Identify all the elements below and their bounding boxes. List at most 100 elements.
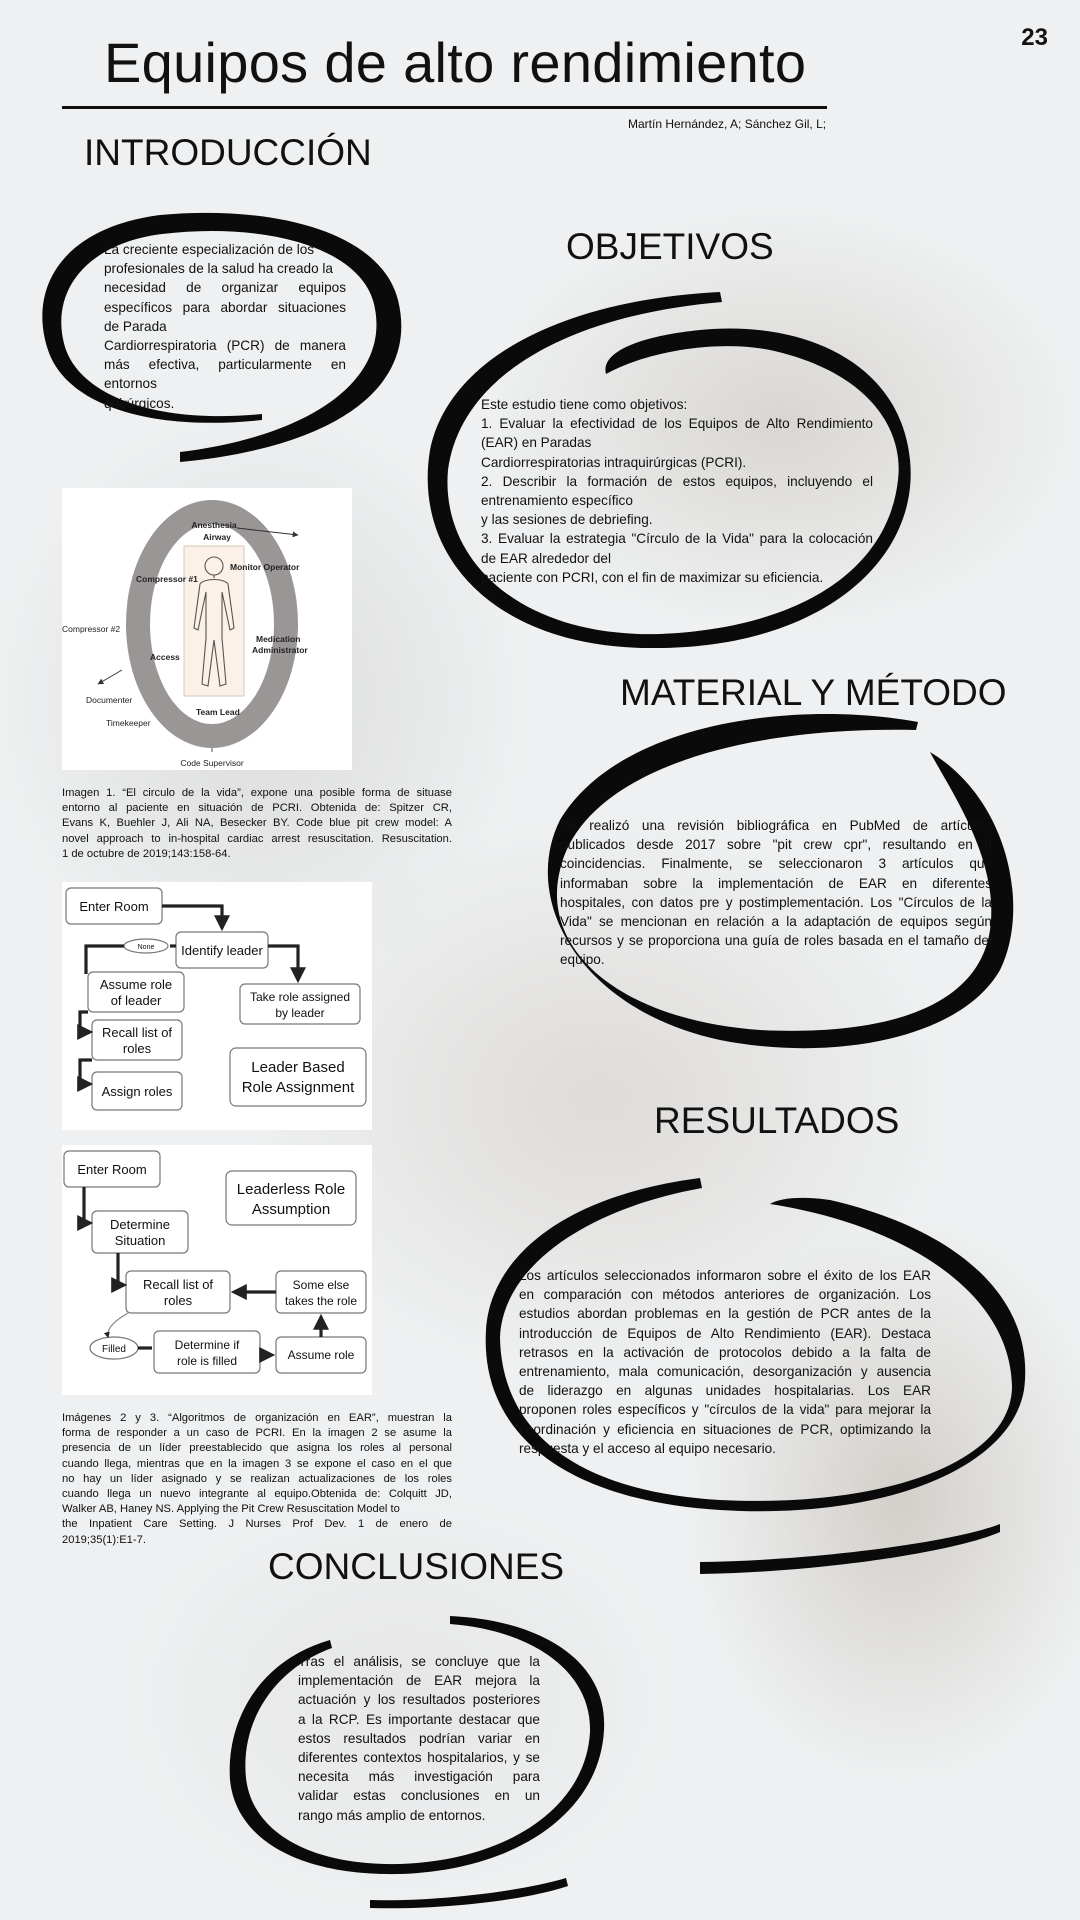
node-assume-role: Assume role bbox=[288, 1348, 355, 1362]
caption-line: novel approach to in-hospital cardiac ar… bbox=[62, 832, 452, 845]
node-recall-2: roles bbox=[164, 1293, 193, 1308]
text-line: necesidad de organizar equipos bbox=[104, 280, 346, 296]
node-determine-filled-1: Determine if bbox=[175, 1338, 240, 1352]
label-code-supervisor: Code Supervisor bbox=[180, 758, 243, 768]
text-line: de EAR alrededor del bbox=[481, 550, 611, 566]
text-line: introducción de Equipos de Alto Rendimie… bbox=[519, 1325, 931, 1341]
text-line: 1. Evaluar la efectividad de los Equipos… bbox=[481, 416, 873, 432]
text-line: diferentes contextos hospitalarios, y se bbox=[298, 1750, 540, 1766]
text-line: necesita más investigación para bbox=[298, 1769, 540, 1785]
text-line: entornos bbox=[104, 376, 157, 392]
text-line: (EAR) en Paradas bbox=[481, 435, 592, 451]
text-line: hospitales, con datos pre y postimplemen… bbox=[560, 894, 992, 910]
page-title: Equipos de alto rendimiento bbox=[104, 31, 807, 94]
node-assign-roles: Assign roles bbox=[102, 1084, 173, 1099]
authors: Martín Hernández, A; Sánchez Gil, L; bbox=[628, 117, 827, 131]
figure-leader-based-flowchart: Enter Room None Identify leader Assume r… bbox=[62, 882, 372, 1130]
node-determine-filled-2: role is filled bbox=[177, 1354, 237, 1368]
text-line: específicos para abordar situaciones bbox=[104, 299, 346, 315]
text-line: implementación de EAR mejora la bbox=[298, 1673, 540, 1689]
text-line: profesionales de la salud ha creado la bbox=[104, 261, 333, 277]
node-take-role-2: by leader bbox=[275, 1006, 324, 1020]
node-determine-2: Situation bbox=[115, 1233, 166, 1248]
text-line: publicados desde 2017 sobre "pit crew cp… bbox=[560, 837, 992, 853]
text-line: estos resultados podrían variar en bbox=[298, 1730, 540, 1746]
caption-line: forma de responder a un caso de PCRI. En… bbox=[62, 1427, 452, 1440]
label-medication: Medication bbox=[256, 634, 300, 644]
node-take-role-1: Take role assigned bbox=[250, 990, 350, 1004]
node-recall-1: Recall list of bbox=[102, 1025, 172, 1040]
text-line: validar estas conclusiones en un bbox=[298, 1788, 540, 1804]
text-line: 3. Evaluar la estrategia "Círculo de la … bbox=[481, 531, 873, 547]
caption-line: no hay un líder asignado y se realizan a… bbox=[62, 1472, 452, 1485]
label-timekeeper: Timekeeper bbox=[106, 718, 151, 728]
text-line: Se realizó una revisión bibliográfica en… bbox=[560, 818, 992, 833]
node-enter-room: Enter Room bbox=[79, 899, 148, 914]
label-anesthesia: Anesthesia bbox=[191, 520, 237, 530]
node-enter-room: Enter Room bbox=[77, 1162, 146, 1177]
caption-line: the Inpatient Care Setting. J Nurses Pro… bbox=[62, 1518, 452, 1531]
label-documenter: Documenter bbox=[86, 695, 132, 705]
text-line: Cardiorrespiratorias intraquirúrgicas (P… bbox=[481, 454, 747, 470]
caption-line: presencia de un líder preestablecido que… bbox=[62, 1442, 452, 1455]
text-line: Vida" se mencionan en relación a la adap… bbox=[560, 914, 992, 930]
heading-resultados: RESULTADOS bbox=[654, 1100, 900, 1141]
text-conclusiones: Tras el análisis, se concluye que la imp… bbox=[298, 1652, 540, 1825]
text-line: Los artículos seleccionados informaron s… bbox=[519, 1268, 931, 1283]
page-number: 23 bbox=[1021, 24, 1048, 51]
label-team-lead: Team Lead bbox=[196, 707, 240, 717]
text-line: Tras el análisis, se concluye que la bbox=[298, 1654, 540, 1669]
node-recall-1: Recall list of bbox=[143, 1277, 213, 1292]
caption-figure-1: Imagen 1. “El circulo de la vida”, expon… bbox=[62, 786, 452, 862]
node-none: None bbox=[138, 944, 155, 951]
text-resultados: Los artículos seleccionados informaron s… bbox=[519, 1266, 931, 1458]
text-line: más efectiva, particularmente en bbox=[104, 357, 346, 373]
label-administrator: Administrator bbox=[252, 645, 308, 655]
caption-line: 2019;35(1):E1-7. bbox=[62, 1533, 146, 1546]
text-line: 2. Describir la formación de estos equip… bbox=[481, 473, 873, 489]
caption-line: Imágenes 2 y 3. “Algoritmos de organizac… bbox=[62, 1412, 452, 1424]
label-airway: Airway bbox=[203, 532, 231, 542]
text-line: a la RCP. Es importante destacar que bbox=[298, 1711, 540, 1727]
text-objetivos: Este estudio tiene como objetivos: 1. Ev… bbox=[481, 395, 873, 587]
node-assume-role-2: of leader bbox=[111, 993, 162, 1008]
figure-3-title-1: Leaderless Role bbox=[237, 1181, 345, 1198]
text-line: Cardiorrespiratoria (PCR) de manera bbox=[104, 338, 346, 354]
node-someone-1: Some else bbox=[293, 1278, 350, 1292]
text-line: y las sesiones de debriefing. bbox=[481, 512, 653, 528]
text-line: equipo. bbox=[560, 952, 605, 968]
figure-circle-of-life: Anesthesia Airway Monitor Operator Compr… bbox=[62, 488, 352, 770]
node-someone-2: takes the role bbox=[285, 1294, 357, 1308]
caption-line: Evans K, Buehler J, Ali NA, Besecker BY.… bbox=[62, 817, 452, 830]
text-line: recursos y se proporciona una guía de ro… bbox=[560, 933, 992, 949]
node-determine-1: Determine bbox=[110, 1217, 170, 1232]
heading-conclusiones: CONCLUSIONES bbox=[268, 1546, 565, 1587]
title-divider bbox=[62, 106, 827, 109]
label-monitor-operator: Monitor Operator bbox=[230, 562, 300, 572]
node-filled: Filled bbox=[102, 1344, 126, 1355]
text-line: retrasos en la activación de protocolos … bbox=[519, 1344, 931, 1360]
heading-material-metodo: MATERIAL Y MÉTODO bbox=[620, 672, 1007, 713]
text-line: entrenamiento, mala comunicación, desorg… bbox=[519, 1364, 931, 1380]
text-line: coordinación y eficiencia en situaciones… bbox=[519, 1421, 931, 1437]
caption-line: entorno al paciente en situación de PCRI… bbox=[62, 802, 452, 815]
heading-objetivos: OBJETIVOS bbox=[566, 226, 774, 267]
caption-line: cuando llega un nuevo integrante al equi… bbox=[62, 1488, 452, 1501]
figure-3-title-2: Assumption bbox=[252, 1201, 330, 1218]
text-line: paciente con PCRI, con el fin de maximiz… bbox=[481, 569, 824, 585]
text-line: informaban sobre la implementación de EA… bbox=[560, 875, 992, 891]
text-line: proponen roles específicos y "círculos d… bbox=[519, 1402, 931, 1418]
node-recall-2: roles bbox=[123, 1041, 152, 1056]
figure-leaderless-flowchart: Enter Room Leaderless Role Assumption De… bbox=[62, 1145, 372, 1395]
text-line: entrenamiento específico bbox=[481, 493, 633, 509]
text-introduccion: La creciente especialización de los prof… bbox=[104, 240, 346, 413]
text-line: estudios abordan problemas en la gestión… bbox=[519, 1306, 931, 1322]
caption-line: 1 de octubre de 2019;143:158-64. bbox=[62, 847, 231, 860]
caption-line: cuando llega, mientras que en la imagen … bbox=[62, 1457, 452, 1470]
figure-2-title-1: Leader Based bbox=[251, 1059, 344, 1076]
figure-2-title-2: Role Assignment bbox=[242, 1079, 355, 1096]
text-line: respuesta y el acceso al equipo necesari… bbox=[519, 1440, 776, 1456]
text-line: de liderazgo en algunas unidades hospita… bbox=[519, 1383, 931, 1399]
caption-line: Walker AB, Haney NS. Applying the Pit Cr… bbox=[62, 1503, 400, 1516]
text-line: actuación y los resultados posteriores bbox=[298, 1692, 540, 1708]
